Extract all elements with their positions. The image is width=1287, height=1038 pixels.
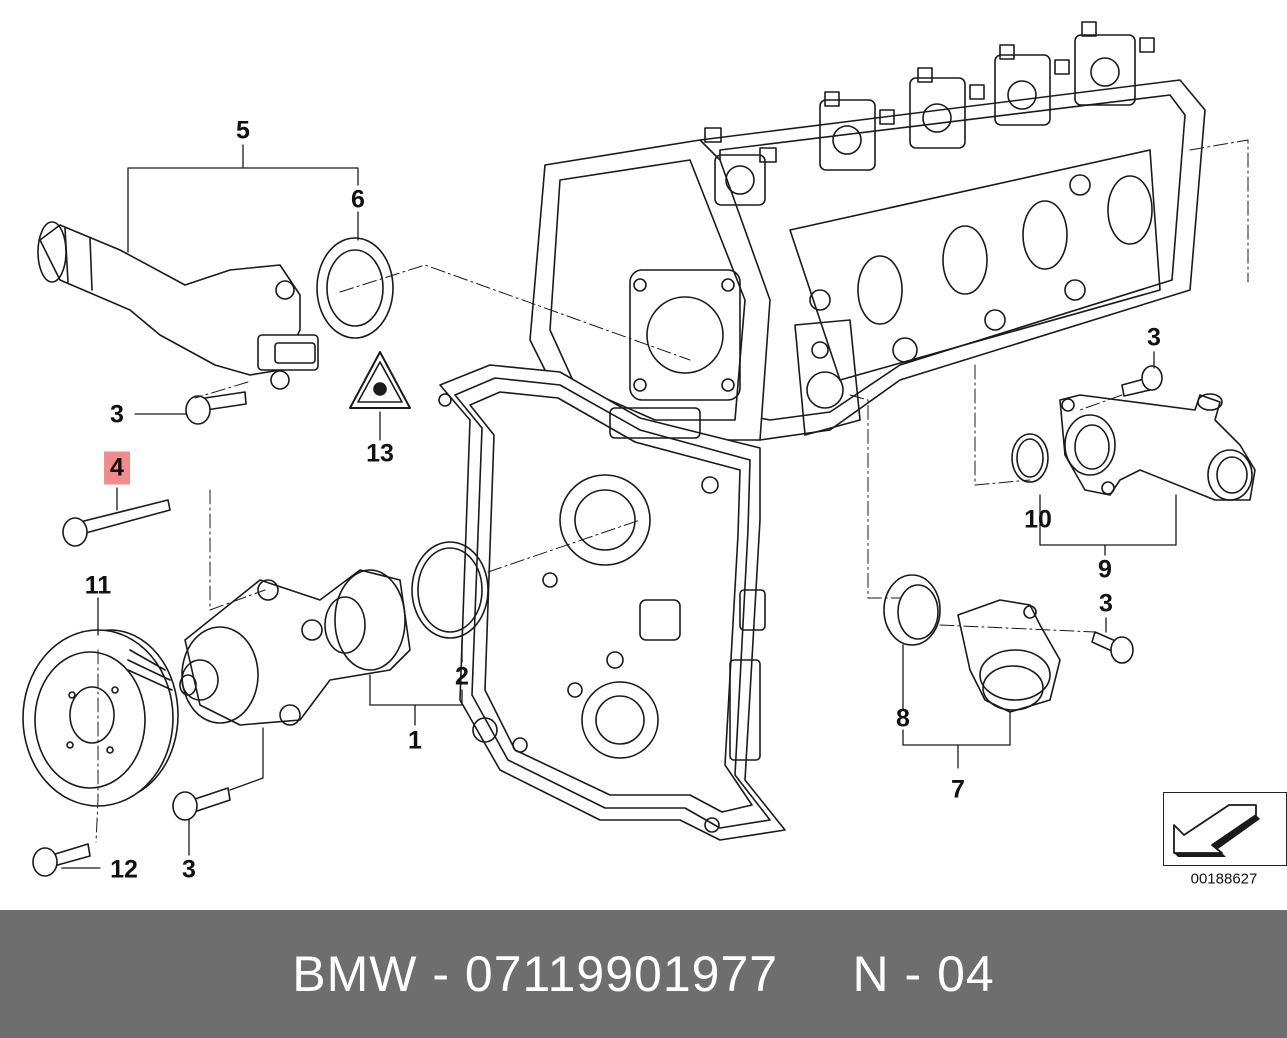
o-ring-10: [1011, 433, 1049, 483]
reference-box: [1163, 792, 1287, 866]
coolant-outlet-hose: [37, 221, 319, 390]
timing-cover: [438, 364, 786, 841]
bolt-3d: [1091, 631, 1134, 664]
bolt-12: [32, 843, 91, 877]
callout-3-lower: 3: [182, 855, 196, 884]
callout-7: 7: [951, 775, 965, 804]
callout-1: 1: [408, 726, 422, 755]
parts-diagram: 5 6 3 13 4 11 12 3 2 1 3 10 9 3 8 7 0018…: [22, 21, 1287, 888]
callout-10: 10: [1024, 505, 1052, 534]
intake-ports: [809, 174, 1153, 363]
callout-5: 5: [236, 116, 250, 145]
thermostat-housing: [1059, 393, 1256, 501]
bolt-3c: [1121, 365, 1163, 397]
water-pump: [179, 569, 411, 726]
part-number-footer: BMW - 07119901977 N - 04: [292, 946, 995, 1002]
pulley-11: [22, 629, 179, 807]
callout-12: 12: [110, 855, 138, 884]
callout-3-right-lower: 3: [1099, 589, 1113, 618]
seal-ring-8: [883, 574, 941, 646]
callout-11: 11: [84, 571, 112, 600]
gasket-ring-6: [316, 237, 394, 339]
callout-6: 6: [351, 185, 365, 214]
alignment-lines: [95, 139, 1249, 843]
callout-3-right-top: 3: [1147, 323, 1161, 352]
footer-bar: BMW - 07119901977 N - 04: [0, 910, 1287, 1038]
arrow-reference-icon: [1173, 804, 1260, 857]
diagram-drawing: [22, 21, 1256, 877]
bolt-3a: [185, 391, 247, 425]
callout-4-highlighted: 4: [104, 451, 130, 485]
warning-label-icon: [349, 351, 411, 409]
leader-lines: [61, 144, 1177, 869]
callout-2: 2: [455, 662, 469, 691]
callout-13: 13: [366, 439, 394, 468]
engine-block-upper: [529, 139, 771, 441]
o-ring-2: [411, 541, 489, 639]
reference-code: 00188627: [1190, 870, 1258, 888]
cylinder-head: [699, 21, 1206, 441]
callout-9: 9: [1098, 555, 1112, 584]
bolt-4: [62, 499, 171, 547]
callout-8: 8: [896, 704, 910, 733]
connection-flange: [957, 599, 1061, 713]
callout-3-left: 3: [110, 400, 124, 429]
bolt-3b: [172, 787, 231, 821]
